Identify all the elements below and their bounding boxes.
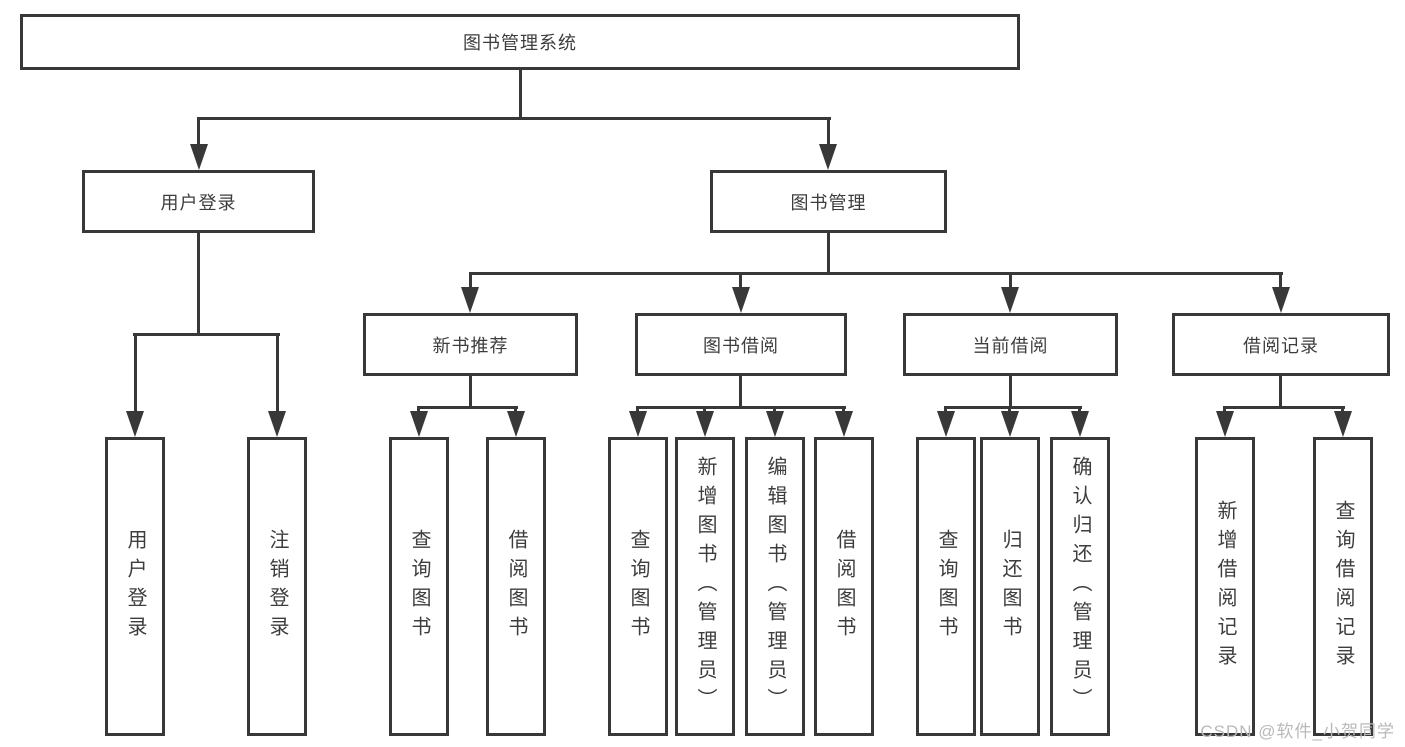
arrow-down-icon bbox=[507, 411, 525, 437]
node-book-borrowing: 图书借阅 bbox=[635, 313, 847, 376]
leaf-borrow-books-borrowing-label: 借阅图书 bbox=[833, 528, 855, 645]
connector-line bbox=[469, 272, 472, 290]
leaf-confirm-return-admin: 确认归还（管理员） bbox=[1050, 437, 1110, 736]
leaf-borrow-books-recommend: 借阅图书 bbox=[486, 437, 546, 736]
leaf-user-login: 用户登录 bbox=[105, 437, 165, 736]
connector-line bbox=[944, 406, 947, 414]
arrow-down-icon bbox=[629, 411, 647, 437]
connector-line bbox=[1223, 406, 1345, 409]
connector-line bbox=[1009, 272, 1012, 290]
arrow-down-icon bbox=[766, 411, 784, 437]
node-new-book-recommend: 新书推荐 bbox=[363, 313, 578, 376]
node-borrowing-records-label: 借阅记录 bbox=[1243, 335, 1319, 356]
connector-line bbox=[134, 333, 137, 414]
connector-line bbox=[469, 272, 1283, 275]
arrow-down-icon bbox=[819, 144, 837, 170]
arrow-down-icon bbox=[937, 411, 955, 437]
node-borrowing-records: 借阅记录 bbox=[1172, 313, 1390, 376]
leaf-borrow-books-recommend-label: 借阅图书 bbox=[505, 528, 527, 645]
arrow-down-icon bbox=[1001, 411, 1019, 437]
connector-line bbox=[636, 406, 846, 409]
leaf-query-borrow-record: 查询借阅记录 bbox=[1313, 437, 1373, 736]
connector-line bbox=[197, 233, 200, 336]
arrow-down-icon bbox=[126, 411, 144, 437]
connector-line bbox=[773, 406, 776, 414]
leaf-query-borrow-record-label: 查询借阅记录 bbox=[1332, 499, 1354, 674]
node-book-management: 图书管理 bbox=[710, 170, 947, 233]
connector-line bbox=[133, 333, 280, 336]
node-book-borrowing-label: 图书借阅 bbox=[703, 335, 779, 356]
leaf-query-books-current: 查询图书 bbox=[916, 437, 976, 736]
leaf-query-books-recommend: 查询图书 bbox=[389, 437, 449, 736]
connector-line bbox=[944, 406, 1082, 409]
connector-line bbox=[842, 406, 845, 414]
arrow-down-icon bbox=[268, 411, 286, 437]
leaf-confirm-return-admin-label: 确认归还（管理员） bbox=[1069, 456, 1091, 717]
connector-line bbox=[514, 406, 517, 414]
connector-line bbox=[1279, 272, 1282, 290]
arrow-down-icon bbox=[461, 287, 479, 313]
node-root-label: 图书管理系统 bbox=[463, 33, 577, 53]
leaf-add-borrow-record-label: 新增借阅记录 bbox=[1214, 499, 1236, 674]
arrow-down-icon bbox=[1001, 287, 1019, 313]
connector-line bbox=[197, 117, 831, 120]
arrow-down-icon bbox=[1071, 411, 1089, 437]
connector-line bbox=[1279, 376, 1282, 409]
arrow-down-icon bbox=[410, 411, 428, 437]
arrow-down-icon bbox=[835, 411, 853, 437]
leaf-edit-books-admin-label: 编辑图书（管理员） bbox=[764, 456, 786, 717]
leaf-query-books-borrowing: 查询图书 bbox=[608, 437, 668, 736]
connector-line bbox=[1078, 406, 1081, 414]
connector-line bbox=[519, 70, 522, 120]
arrow-down-icon bbox=[696, 411, 714, 437]
connector-line bbox=[739, 376, 742, 409]
leaf-query-books-current-label: 查询图书 bbox=[935, 528, 957, 645]
node-user-login: 用户登录 bbox=[82, 170, 315, 233]
leaf-query-books-recommend-label: 查询图书 bbox=[408, 528, 430, 645]
node-root: 图书管理系统 bbox=[20, 14, 1020, 70]
leaf-add-borrow-record: 新增借阅记录 bbox=[1195, 437, 1255, 736]
leaf-query-books-borrowing-label: 查询图书 bbox=[627, 528, 649, 645]
node-new-book-recommend-label: 新书推荐 bbox=[432, 335, 509, 356]
leaf-user-login-label: 用户登录 bbox=[124, 528, 146, 645]
arrow-down-icon bbox=[1272, 287, 1290, 313]
connector-line bbox=[703, 406, 706, 414]
leaf-logout-label: 注销登录 bbox=[266, 528, 288, 645]
connector-line bbox=[417, 406, 518, 409]
connector-line bbox=[827, 117, 830, 147]
arrow-down-icon bbox=[190, 144, 208, 170]
connector-line bbox=[1009, 376, 1012, 409]
leaf-add-books-admin: 新增图书（管理员） bbox=[675, 437, 735, 736]
connector-line bbox=[276, 333, 279, 414]
node-user-login-label: 用户登录 bbox=[160, 192, 237, 213]
connector-line bbox=[1223, 406, 1226, 414]
leaf-edit-books-admin: 编辑图书（管理员） bbox=[745, 437, 805, 736]
connector-line bbox=[417, 406, 420, 414]
connector-line bbox=[827, 233, 830, 275]
arrow-down-icon bbox=[1216, 411, 1234, 437]
node-book-management-label: 图书管理 bbox=[790, 192, 867, 213]
leaf-borrow-books-borrowing: 借阅图书 bbox=[814, 437, 874, 736]
leaf-add-books-admin-label: 新增图书（管理员） bbox=[694, 456, 716, 717]
connector-line bbox=[197, 117, 200, 147]
node-current-borrowing-label: 当前借阅 bbox=[972, 335, 1049, 356]
connector-line bbox=[1008, 406, 1011, 414]
connector-line bbox=[469, 376, 472, 409]
watermark-text: CSDN @软件_小贺同学 bbox=[1200, 722, 1395, 741]
arrow-down-icon bbox=[1334, 411, 1352, 437]
leaf-logout: 注销登录 bbox=[247, 437, 307, 736]
node-current-borrowing: 当前借阅 bbox=[903, 313, 1118, 376]
connector-line bbox=[739, 272, 742, 290]
connector-line bbox=[636, 406, 639, 414]
connector-line bbox=[1341, 406, 1344, 414]
leaf-return-books-label: 归还图书 bbox=[999, 528, 1021, 645]
arrow-down-icon bbox=[732, 287, 750, 313]
leaf-return-books: 归还图书 bbox=[980, 437, 1040, 736]
